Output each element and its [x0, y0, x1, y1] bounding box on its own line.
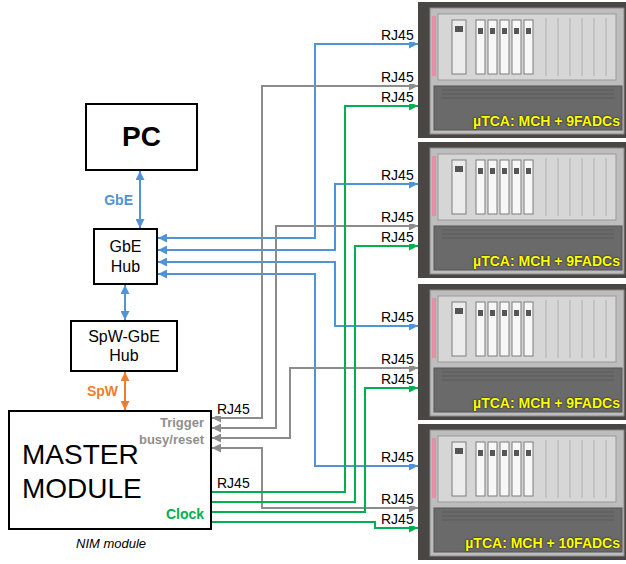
connector-label: RJ45	[380, 90, 415, 104]
crate-label: µTCA: MCH + 9FADCs	[473, 254, 620, 269]
link-label: SpW	[86, 383, 119, 399]
link-label: GbE	[103, 192, 134, 208]
connector-label: RJ45	[380, 210, 415, 224]
gbe-link	[158, 184, 418, 250]
hub-box: GbE Hub	[93, 228, 158, 285]
connector-label: RJ45	[380, 230, 415, 244]
hub-box: SpW-GbE Hub	[70, 320, 178, 372]
clock-link	[212, 106, 418, 492]
clock-link	[212, 246, 418, 502]
box-label: PC	[122, 122, 161, 153]
gbe-link	[158, 262, 418, 326]
crate-picture	[418, 424, 626, 560]
box-label: GbE Hub	[103, 237, 148, 275]
connector-label: RJ45	[216, 476, 251, 490]
signal-name: Trigger	[160, 415, 204, 431]
crate-node: µTCA: MCH + 10FADCs	[418, 424, 626, 560]
connector-label: RJ45	[380, 352, 415, 366]
master-module: MASTER MODULETriggerbusy/resetClockNIM m…	[8, 410, 212, 530]
crate-picture	[418, 142, 626, 278]
computer-box: PC	[85, 103, 198, 171]
crate-node: µTCA: MCH + 9FADCs	[418, 284, 626, 420]
gbe-link	[124, 285, 126, 320]
trigger-link	[212, 368, 418, 438]
crate-label: µTCA: MCH + 9FADCs	[473, 396, 620, 411]
connector-label: RJ45	[380, 310, 415, 324]
crate-node: µTCA: MCH + 9FADCs	[418, 2, 626, 138]
connector-label: RJ45	[380, 28, 415, 42]
crate-label: µTCA: MCH + 10FADCs	[465, 536, 620, 551]
box-label: SpW-GbE Hub	[80, 327, 168, 365]
clock-link	[212, 388, 418, 512]
signal-name: Clock	[166, 506, 204, 523]
connector-label: RJ45	[380, 372, 415, 386]
trigger-link	[212, 448, 418, 508]
crate-label: µTCA: MCH + 9FADCs	[473, 114, 620, 129]
connector-label: RJ45	[380, 492, 415, 506]
trigger-link	[212, 226, 418, 428]
module-type: NIM module	[76, 536, 146, 552]
signal-name: busy/reset	[139, 432, 204, 448]
spw-link	[124, 372, 126, 410]
gbe-link	[139, 171, 141, 228]
connector-label: RJ45	[380, 70, 415, 84]
connector-label: RJ45	[216, 402, 251, 416]
crate-picture	[418, 2, 626, 138]
connector-label: RJ45	[380, 450, 415, 464]
module-name: MASTER MODULE	[22, 438, 162, 505]
crate-node: µTCA: MCH + 9FADCs	[418, 142, 626, 278]
connector-label: RJ45	[380, 168, 415, 182]
crate-picture	[418, 284, 626, 420]
connector-label: RJ45	[380, 512, 415, 526]
